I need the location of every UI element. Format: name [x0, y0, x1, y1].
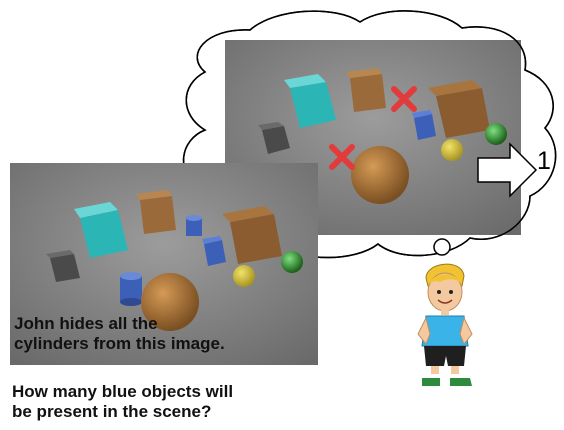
- brown-sphere: [141, 273, 199, 331]
- thought-blue-cube: [412, 110, 436, 140]
- red-x-icon: [329, 144, 355, 170]
- answer-number: 1: [537, 147, 551, 175]
- scene-caption: John hides all the cylinders from this i…: [14, 314, 225, 353]
- thought-brown-cube-large: [428, 80, 490, 138]
- right-arrow-icon: [477, 142, 538, 198]
- thought-bubble-small: [433, 238, 451, 256]
- blue-cube: [202, 236, 226, 266]
- thought-gray-cube: [258, 122, 290, 154]
- yellow-sphere: [233, 265, 255, 287]
- blue-cylinder-back: [186, 215, 202, 236]
- brown-cube-small: [136, 190, 176, 234]
- question-text: How many blue objects will be present in…: [12, 382, 234, 421]
- thought-green-sphere: [485, 123, 507, 145]
- red-x-icon: [391, 86, 417, 112]
- brown-cube-large: [222, 206, 282, 264]
- thought-brown-cube-small: [346, 68, 386, 112]
- gray-cube: [46, 250, 80, 282]
- thought-yellow-sphere: [441, 139, 463, 161]
- cyan-cube: [74, 202, 128, 258]
- thought-brown-sphere: [351, 146, 409, 204]
- blue-cylinder-front: [120, 272, 142, 306]
- green-sphere: [281, 251, 303, 273]
- thought-cyan-cube: [284, 74, 336, 128]
